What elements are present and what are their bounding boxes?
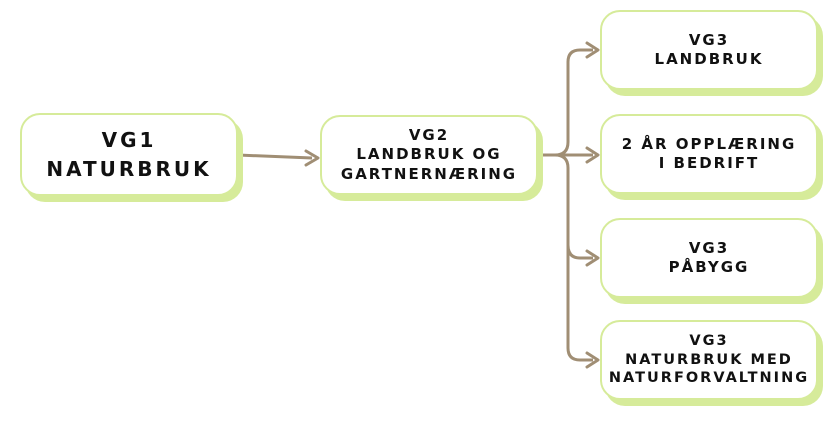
- arrowhead-pabygg: [585, 249, 600, 267]
- node-naturforvaltning-line-3: NATURFORVALTNING: [608, 370, 810, 387]
- node-vg1-line-2: NATURBRUK: [46, 156, 212, 181]
- node-opplaering-i-bedrift: 2 ÅR OPPLÆRING I BEDRIFT: [600, 114, 818, 194]
- edge-vg2-to-landbruk: [538, 48, 593, 157]
- node-vg2-landbruk-og-gartnernaering: VG2 LANDBRUK OG GARTNERNÆRING: [320, 115, 538, 195]
- node-vg2-line-3: GARTNERNÆRING: [340, 164, 518, 183]
- node-vg3-landbruk: VG3 LANDBRUK: [600, 10, 818, 90]
- edge-vg1-to-vg2: [237, 153, 313, 160]
- node-landbruk-line-1: VG3: [688, 30, 730, 49]
- node-vg3-naturbruk-med-naturforvaltning: VG3 NATURBRUK MED NATURFORVALTNING: [600, 320, 818, 400]
- node-pabygg-line-2: PÅBYGG: [668, 258, 750, 276]
- node-vg3-pabygg: VG3 PÅBYGG: [600, 218, 818, 298]
- edge-vg2-to-pabygg: [538, 153, 593, 260]
- node-naturforvaltning-line-1: VG3: [689, 333, 729, 350]
- edge-vg2-to-naturforvaltning: [566, 245, 593, 362]
- node-vg2-line-1: VG2: [408, 126, 450, 145]
- arrowhead-landbruk: [585, 41, 600, 59]
- node-bedrift-line-2: I BEDRIFT: [658, 154, 760, 172]
- arrowhead-vg2: [304, 149, 320, 167]
- node-vg1-line-1: VG1: [101, 127, 157, 152]
- arrowhead-bedrift: [585, 146, 600, 164]
- node-bedrift-line-1: 2 ÅR OPPLÆRING: [621, 134, 797, 153]
- node-landbruk-line-2: LANDBRUK: [654, 50, 764, 68]
- node-vg2-line-2: LANDBRUK OG: [356, 145, 502, 164]
- node-naturforvaltning-line-2: NATURBRUK MED: [625, 351, 793, 368]
- node-pabygg-line-1: VG3: [688, 238, 730, 257]
- node-vg1-naturbruk: VG1 NATURBRUK: [20, 113, 238, 196]
- arrowhead-naturforvaltning: [585, 351, 600, 369]
